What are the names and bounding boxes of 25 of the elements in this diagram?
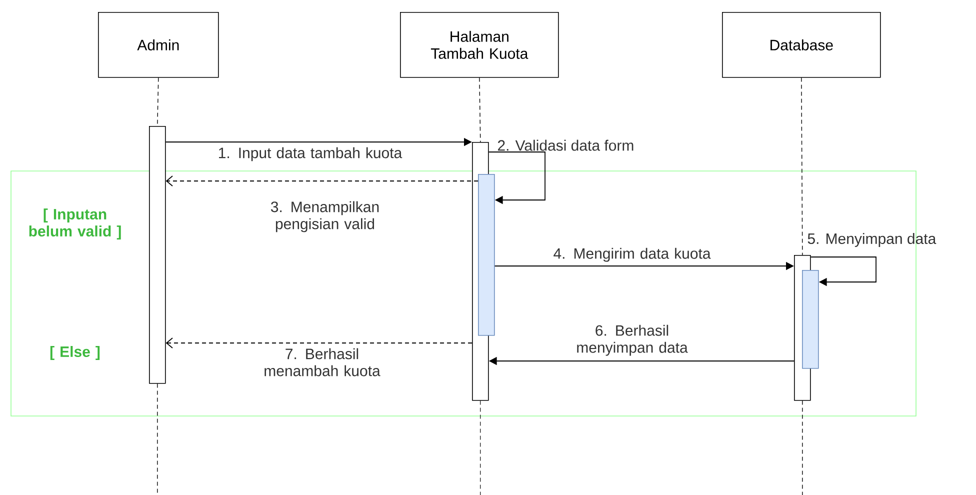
edge-label: 7. Berhasil menambah kuota bbox=[264, 348, 380, 376]
self-message-arrow bbox=[810, 256, 876, 286]
lifeline bbox=[157, 77, 159, 126]
edge-label: 1. Input data tambah kuota bbox=[219, 147, 402, 162]
participant-box: Admin bbox=[98, 12, 219, 78]
lifeline bbox=[157, 383, 158, 495]
guard-label: [ Inputan belum valid ] bbox=[29, 208, 121, 240]
edge-label: 4. Mengirim data kuota bbox=[554, 248, 711, 262]
participant-box: Database bbox=[722, 12, 881, 78]
lifeline bbox=[801, 77, 803, 256]
edge-label: 3. Menampilkan pengisian valid bbox=[270, 201, 379, 232]
edge-label: 6. Berhasil menyimpan data bbox=[577, 324, 688, 356]
edge-label: 5. Menyimpan data bbox=[808, 233, 936, 247]
edge-label: 2. Validasi data form bbox=[498, 140, 634, 151]
return-arrow bbox=[166, 338, 472, 348]
return-arrow bbox=[166, 176, 478, 186]
lifeline bbox=[479, 77, 481, 142]
activation-bar bbox=[478, 174, 495, 336]
participant-box: Halaman Tambah Kuota bbox=[400, 12, 559, 78]
activation-bar bbox=[149, 126, 166, 384]
self-message-arrow bbox=[488, 152, 546, 204]
lifeline bbox=[480, 400, 481, 495]
lifeline bbox=[802, 400, 803, 495]
guard-label: [ Else ] bbox=[50, 346, 100, 360]
activation-bar bbox=[802, 270, 819, 369]
